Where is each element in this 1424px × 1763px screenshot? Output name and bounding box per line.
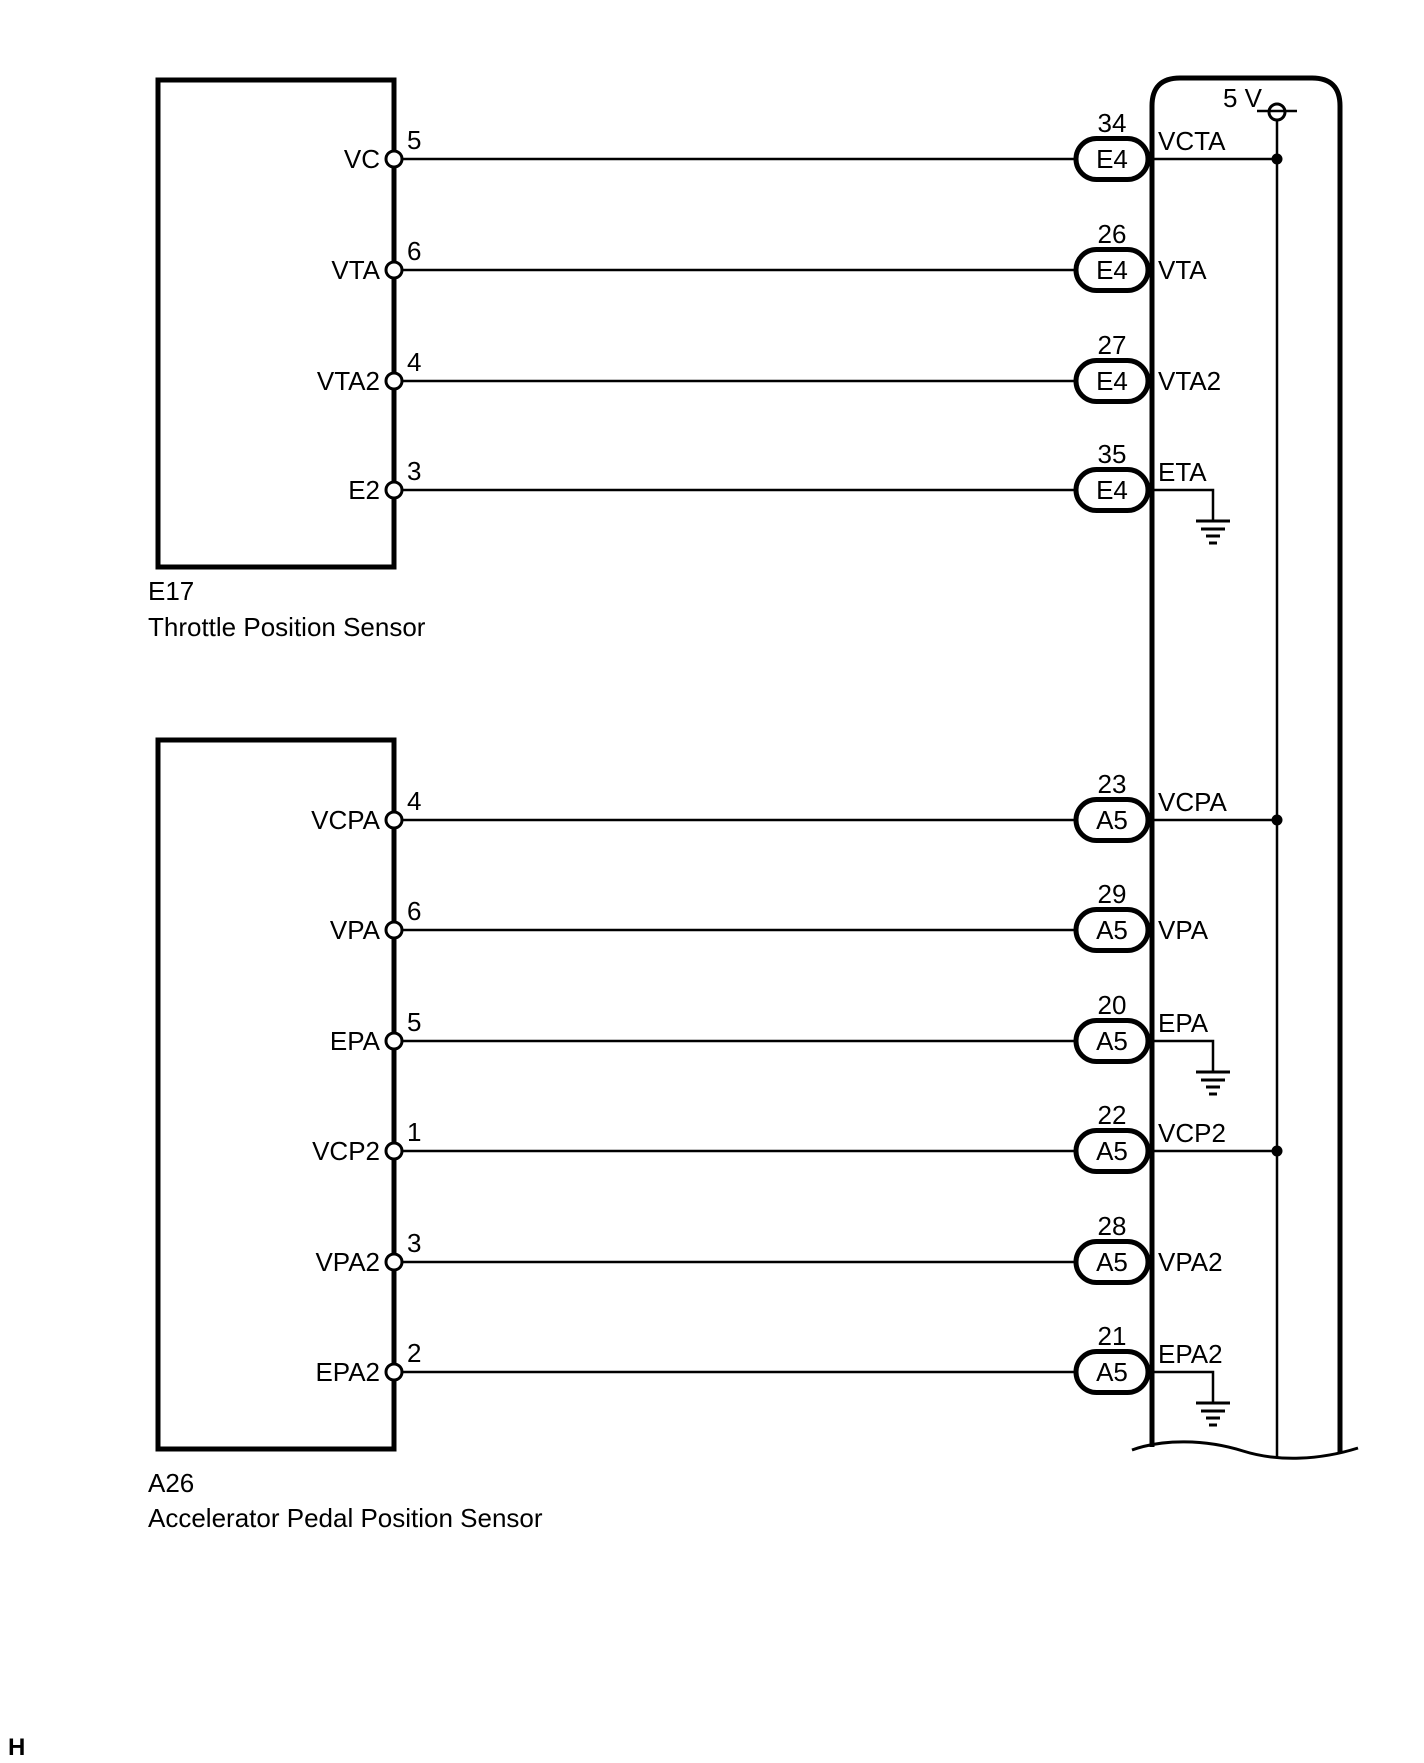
terminal-number-34: 34 xyxy=(1098,108,1127,138)
pin-label-vpa2: VPA2 xyxy=(315,1247,380,1277)
connector-label-a5-29: A5 xyxy=(1096,915,1128,945)
terminal-number-21: 21 xyxy=(1098,1321,1127,1351)
pin-circle-vta2 xyxy=(384,371,404,391)
page-marker: H xyxy=(8,1734,25,1761)
terminal-number-27: 27 xyxy=(1098,330,1127,360)
ecu-box-torn-bottom-edge xyxy=(1131,1440,1359,1460)
ecu-pin-label-eta: ETA xyxy=(1158,457,1207,487)
terminal-number-26: 26 xyxy=(1098,219,1127,249)
ecu-box xyxy=(1149,75,1343,1452)
terminal-number-29: 29 xyxy=(1098,879,1127,909)
throttle-position-sensor-box xyxy=(155,77,397,570)
accelerator-pedal-position-sensor-box xyxy=(155,737,397,1452)
connector-oval-a5-29 xyxy=(1073,907,1151,953)
pin-number-vcpa: 4 xyxy=(407,786,421,816)
connector-oval-e4-35 xyxy=(1073,467,1151,513)
connector-oval-a5-28 xyxy=(1073,1239,1151,1285)
ecu-pin-label-epa2: EPA2 xyxy=(1158,1339,1223,1369)
pin-number-vpa2: 3 xyxy=(407,1228,421,1258)
junction-dot-vcpa xyxy=(1271,814,1283,826)
ecu-pin-label-vpa: VPA xyxy=(1158,915,1209,945)
connector-label-a5-23: A5 xyxy=(1096,805,1128,835)
pin-circle-vc xyxy=(384,149,404,169)
connector-oval-e4-27 xyxy=(1073,358,1151,404)
pin-circle-vcpa xyxy=(384,810,404,830)
pin-label-vpa: VPA xyxy=(330,915,381,945)
connector-oval-a5-22 xyxy=(1073,1128,1151,1174)
junction-dot-vcp2 xyxy=(1271,1145,1283,1157)
pin-label-epa2: EPA2 xyxy=(315,1357,380,1387)
terminal-number-22: 22 xyxy=(1098,1100,1127,1130)
pin-circle-vpa xyxy=(384,920,404,940)
connector-oval-e4-26 xyxy=(1073,247,1151,293)
ground-symbol-epa xyxy=(1152,1039,1230,1096)
connector-label-a5-22: A5 xyxy=(1096,1136,1128,1166)
connector-oval-e4-34 xyxy=(1073,136,1151,182)
sensor-name-e17: Throttle Position Sensor xyxy=(148,612,426,642)
power-5v-label: 5 V xyxy=(1223,83,1263,113)
ecu-pin-label-vta2: VTA2 xyxy=(1158,366,1221,396)
ecu-pin-label-vpa2: VPA2 xyxy=(1158,1247,1223,1277)
pin-number-vta2: 4 xyxy=(407,347,421,377)
connector-label-e4-35: E4 xyxy=(1096,475,1128,505)
ecu-pin-label-vta: VTA xyxy=(1158,255,1207,285)
ecu-pin-label-vcta: VCTA xyxy=(1158,126,1226,156)
pin-number-epa: 5 xyxy=(407,1007,421,1037)
pin-circle-vcp2 xyxy=(384,1141,404,1161)
junction-dot-vcta xyxy=(1271,153,1283,165)
pin-label-e2: E2 xyxy=(348,475,380,505)
ecu-pin-label-vcp2: VCP2 xyxy=(1158,1118,1226,1148)
sensor-code-a26: A26 xyxy=(148,1468,194,1498)
pin-label-vta2: VTA2 xyxy=(317,366,380,396)
connector-label-a5-20: A5 xyxy=(1096,1026,1128,1056)
sensor-name-a26: Accelerator Pedal Position Sensor xyxy=(148,1503,543,1533)
pin-label-epa: EPA xyxy=(330,1026,381,1056)
pin-number-vpa: 6 xyxy=(407,896,421,926)
pin-circle-vpa2 xyxy=(384,1252,404,1272)
ground-symbol-epa2 xyxy=(1152,1370,1230,1427)
terminal-number-35: 35 xyxy=(1098,439,1127,469)
pin-label-vc: VC xyxy=(344,144,380,174)
pin-number-vta: 6 xyxy=(407,236,421,266)
connector-oval-a5-23 xyxy=(1073,797,1151,843)
ecu-pin-label-epa: EPA xyxy=(1158,1008,1209,1038)
connector-label-a5-28: A5 xyxy=(1096,1247,1128,1277)
pin-circle-vta xyxy=(384,260,404,280)
terminal-number-20: 20 xyxy=(1098,990,1127,1020)
pin-number-e2: 3 xyxy=(407,456,421,486)
pin-number-vcp2: 1 xyxy=(407,1117,421,1147)
pin-number-epa2: 2 xyxy=(407,1338,421,1368)
pin-label-vta: VTA xyxy=(331,255,380,285)
pin-circle-epa2 xyxy=(384,1362,404,1382)
connector-label-a5-21: A5 xyxy=(1096,1357,1128,1387)
pin-circle-epa xyxy=(384,1031,404,1051)
pin-label-vcp2: VCP2 xyxy=(312,1136,380,1166)
connector-oval-a5-20 xyxy=(1073,1018,1151,1064)
connector-oval-a5-21 xyxy=(1073,1349,1151,1395)
terminal-number-23: 23 xyxy=(1098,769,1127,799)
pin-number-vc: 5 xyxy=(407,125,421,155)
ground-symbol-eta xyxy=(1152,488,1230,545)
connector-label-e4-26: E4 xyxy=(1096,255,1128,285)
connector-label-e4-34: E4 xyxy=(1096,144,1128,174)
pin-circle-e2 xyxy=(384,480,404,500)
sensor-code-e17: E17 xyxy=(148,576,194,606)
connector-label-e4-27: E4 xyxy=(1096,366,1128,396)
pin-label-vcpa: VCPA xyxy=(311,805,381,835)
terminal-number-28: 28 xyxy=(1098,1211,1127,1241)
ecu-pin-label-vcpa: VCPA xyxy=(1158,787,1228,817)
